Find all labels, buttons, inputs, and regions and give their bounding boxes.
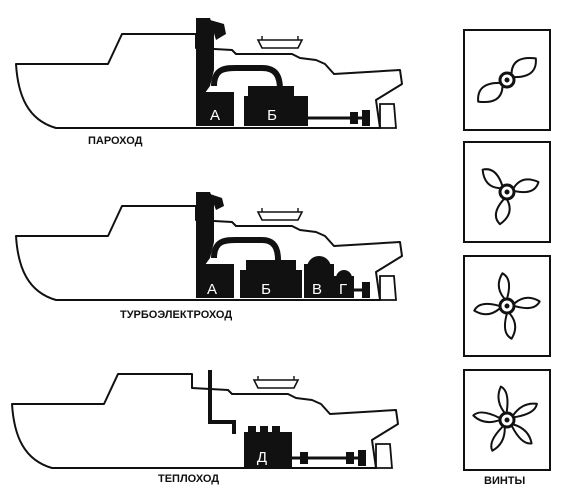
unit-a-label: А	[207, 281, 217, 298]
unit-g-label: Г	[339, 281, 347, 298]
propeller-hub-center	[504, 303, 510, 309]
lifeboat	[256, 39, 304, 49]
propeller-blade	[510, 56, 537, 79]
propeller-frame-2-blades	[463, 29, 551, 131]
propeller-blade	[503, 312, 517, 340]
propeller	[362, 110, 370, 126]
propeller	[362, 282, 370, 298]
unit-a-label: А	[210, 107, 220, 124]
unit-b-label: Б	[267, 107, 277, 124]
propeller-blade	[473, 302, 501, 316]
rudder	[379, 103, 397, 129]
ship-caption: ТУРБОЭЛЕКТРОХОД	[120, 309, 232, 321]
propeller-hub-center	[504, 77, 510, 83]
ship-caption: ПАРОХОД	[88, 135, 143, 147]
funnel-uptake	[196, 192, 214, 272]
propeller-blade	[494, 198, 511, 226]
rudder	[375, 443, 393, 469]
propeller-panels	[463, 29, 551, 471]
propeller-blade	[497, 272, 511, 300]
propeller-blade	[512, 402, 538, 419]
ship-hull	[15, 33, 403, 129]
propeller-hub-center	[504, 417, 510, 423]
propeller-3-blades	[481, 168, 540, 226]
propeller-hub-center	[504, 189, 510, 195]
propeller-blade	[481, 168, 504, 190]
ship-motorship: Д ТЕПЛОХОД	[11, 370, 399, 485]
propeller-blade	[512, 178, 540, 194]
exhaust-pipe	[208, 370, 236, 434]
propeller	[358, 450, 366, 466]
unit-a-block	[196, 264, 234, 298]
propeller-2-blades	[477, 56, 537, 104]
propeller-blade	[477, 81, 504, 104]
steam-pipe	[211, 237, 281, 261]
propeller-frame-3-blades	[463, 141, 551, 243]
unit-b-label: Б	[261, 281, 271, 298]
propeller-5-blades	[472, 385, 538, 452]
unit-v-label: В	[312, 281, 322, 298]
propeller-blade	[472, 411, 500, 424]
ship-caption: ТЕПЛОХОД	[158, 473, 219, 485]
lifeboat	[256, 211, 304, 221]
propeller-frame-4-blades	[463, 255, 551, 357]
ship-hull	[15, 205, 403, 301]
unit-d-block	[244, 432, 292, 468]
propeller-frame-5-blades	[463, 369, 551, 471]
propellers-caption: ВИНТЫ	[484, 475, 526, 487]
ship-steamship: А Б ПАРОХОД	[15, 18, 403, 147]
unit-a-block	[196, 92, 234, 126]
propeller-blade	[513, 296, 541, 310]
rudder	[379, 275, 397, 301]
funnel-uptake	[196, 18, 214, 100]
steam-pipe	[211, 65, 283, 91]
propeller-blade	[497, 385, 509, 414]
ship-hull	[11, 373, 399, 469]
propeller-blade	[511, 423, 533, 445]
unit-d-label: Д	[257, 449, 267, 466]
ship-turboelectric: А Б В Г ТУРБОЭЛЕКТРОХОД	[15, 192, 403, 321]
lifeboat	[252, 379, 300, 389]
propeller-blade	[490, 425, 506, 452]
propeller-4-blades	[473, 272, 541, 340]
